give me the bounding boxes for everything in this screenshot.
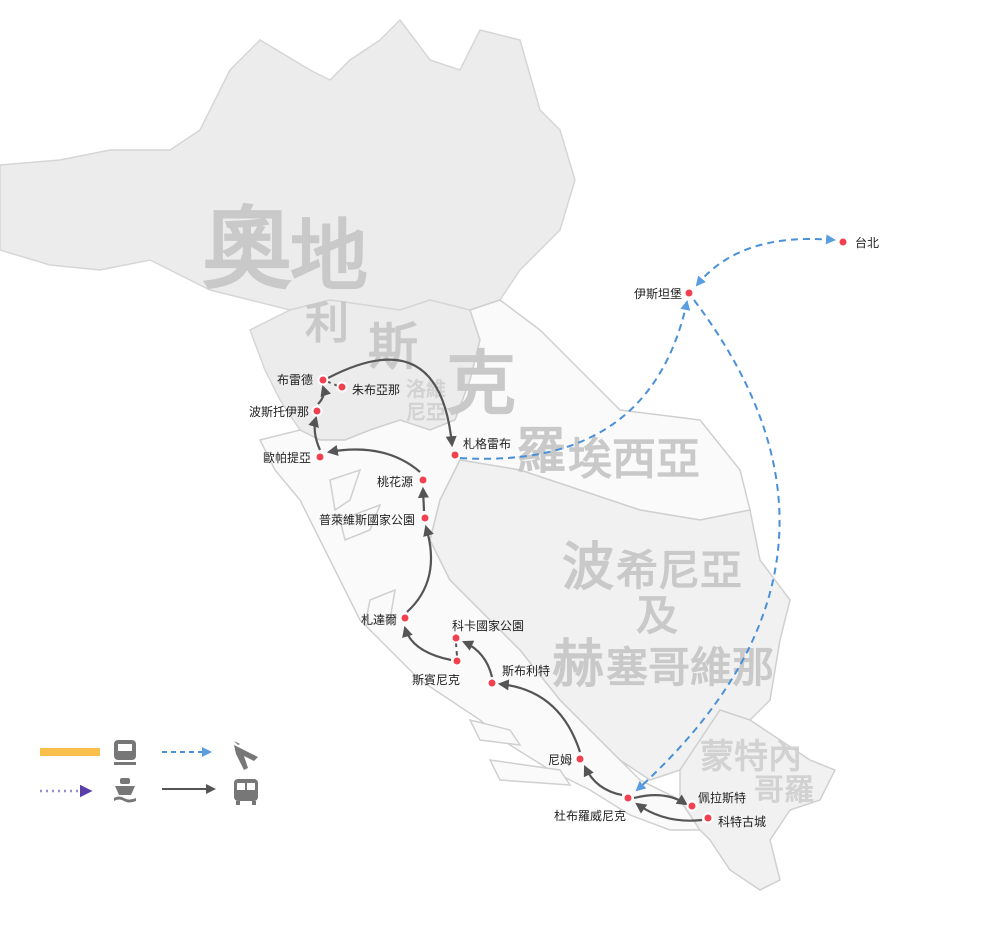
map-shape [234,745,258,770]
route-dubrovnik-neum [583,765,623,797]
austria-land [0,18,576,311]
city-label-postojna: 波斯托伊那 [249,405,309,419]
city-dot-split [486,677,498,689]
route-dubrovnik-perast [633,793,688,806]
map-shape [252,801,256,805]
city-label-neum: 尼姆 [548,753,572,767]
map-shape: 克 [446,343,516,425]
city-dot-rastoke [417,474,429,486]
route-sibenik-krka [455,642,458,657]
city-label-istanbul: 伊斯坦堡 [634,286,682,301]
map-shape: 及 [636,591,678,640]
city-dot-zagreb [449,449,461,461]
city-label-dubrovnik: 杜布羅威尼克 [554,808,626,823]
map-shape: 羅 [516,422,566,480]
route-istanbul-dubrovnik [635,299,781,792]
route-bled-zagreb [327,358,457,448]
map-shape [237,783,245,790]
map-shape: 洛維 [406,377,446,401]
city-dot-sibenik [451,655,463,667]
city-dot-neum [574,753,586,765]
city-dot-krka [450,632,462,644]
islands [329,468,572,786]
map-shape: 埃西亞 [568,434,700,485]
city-dot-dubrovnik [622,792,634,804]
ship-icon [114,778,136,803]
map-shape [236,801,240,805]
route-rastoke-opatija [326,445,421,473]
map-shape: 利 [305,298,349,349]
map-shape [234,741,240,745]
city-dot-postojna [311,405,323,417]
map-shape [247,783,255,790]
route-sibenik-zadar [402,625,452,662]
city-label-rastoke: 桃花源 [377,474,413,489]
city-label-split: 斯布利特 [502,663,550,678]
city-label-kotor: 科特古城 [718,814,766,829]
city-label-sibenik: 斯賓尼克 [412,672,460,687]
route-taipei-istanbul [695,234,836,287]
route-opatija-postojna [308,415,322,451]
route-zadar-plitvice [406,524,434,613]
map-shape: 蒙特內 [700,737,802,777]
city-dot-perast [686,800,698,812]
route-zagreb-istanbul [459,300,691,460]
map-shape [120,778,130,784]
city-label-opatija: 歐帕提亞 [263,450,311,465]
region-bosnia-herzegovina: 波 希尼亞 及 赫 塞哥維那 [552,538,774,695]
map-shape: 赫 [552,635,604,695]
region-austria: 奧 地 利 [202,197,368,349]
city-label-zadar: 札達爾 [361,613,397,627]
city-label-ljubljana: 朱布亞那 [352,383,400,397]
route-neum-split [497,679,582,753]
city-dot-taipei [837,236,849,248]
city-label-bled: 布雷德 [277,372,313,387]
train-icon [114,740,136,765]
route-kotor-dubrovnik [635,802,703,822]
route-postojna-bled [317,384,331,405]
city-dot-kotor [702,812,714,824]
city-dot-zadar [399,612,411,624]
map-shape: 斯 [368,318,418,376]
map-shape: 尼亞 [406,400,446,424]
legend-train-line [40,748,100,756]
legend [40,740,258,805]
city-dot-plitvice [419,512,431,524]
city-label-krka: 科卡國家公園 [452,618,524,633]
city-label-zagreb: 札格雷布 [463,436,511,451]
map-shape [114,796,136,803]
region-montenegro: 蒙特內 哥羅 [700,737,814,808]
city-dot-istanbul [683,287,695,299]
airplane-icon [234,741,258,770]
route-split-krka [461,640,494,678]
map-shape [115,786,135,795]
region-croatia: 克 羅 埃西亞 [446,343,700,485]
route-plitvice-rastoke [417,486,429,512]
city-dot-ljubljana [336,381,348,393]
bus-icon [234,779,258,805]
map-shape: 塞哥維那 [606,643,774,692]
city-label-plitvice: 普萊維斯國家公園 [319,512,415,527]
map-shape: 地 [290,212,368,302]
map-shape: 波 [562,538,614,598]
city-dot-opatija [314,451,326,463]
map-shape: 奧 [202,197,292,302]
region-slovenia: 斯 洛維 尼亞 [368,318,446,424]
map-shape [114,762,136,765]
flight-routes [459,234,836,792]
map-shape [118,744,132,751]
bus-routes [308,358,703,822]
city-label-taipei: 台北 [855,235,879,250]
map-shape: 希尼亞 [616,546,742,595]
map-shape: 哥羅 [754,773,814,808]
cities: 台北 伊斯坦堡 札格雷布 布雷德 朱布亞那 波斯托伊那 歐帕提亞 桃花源 普萊維… [249,235,879,829]
city-dot-bled [317,374,329,386]
city-label-perast: 佩拉斯特 [698,790,746,805]
